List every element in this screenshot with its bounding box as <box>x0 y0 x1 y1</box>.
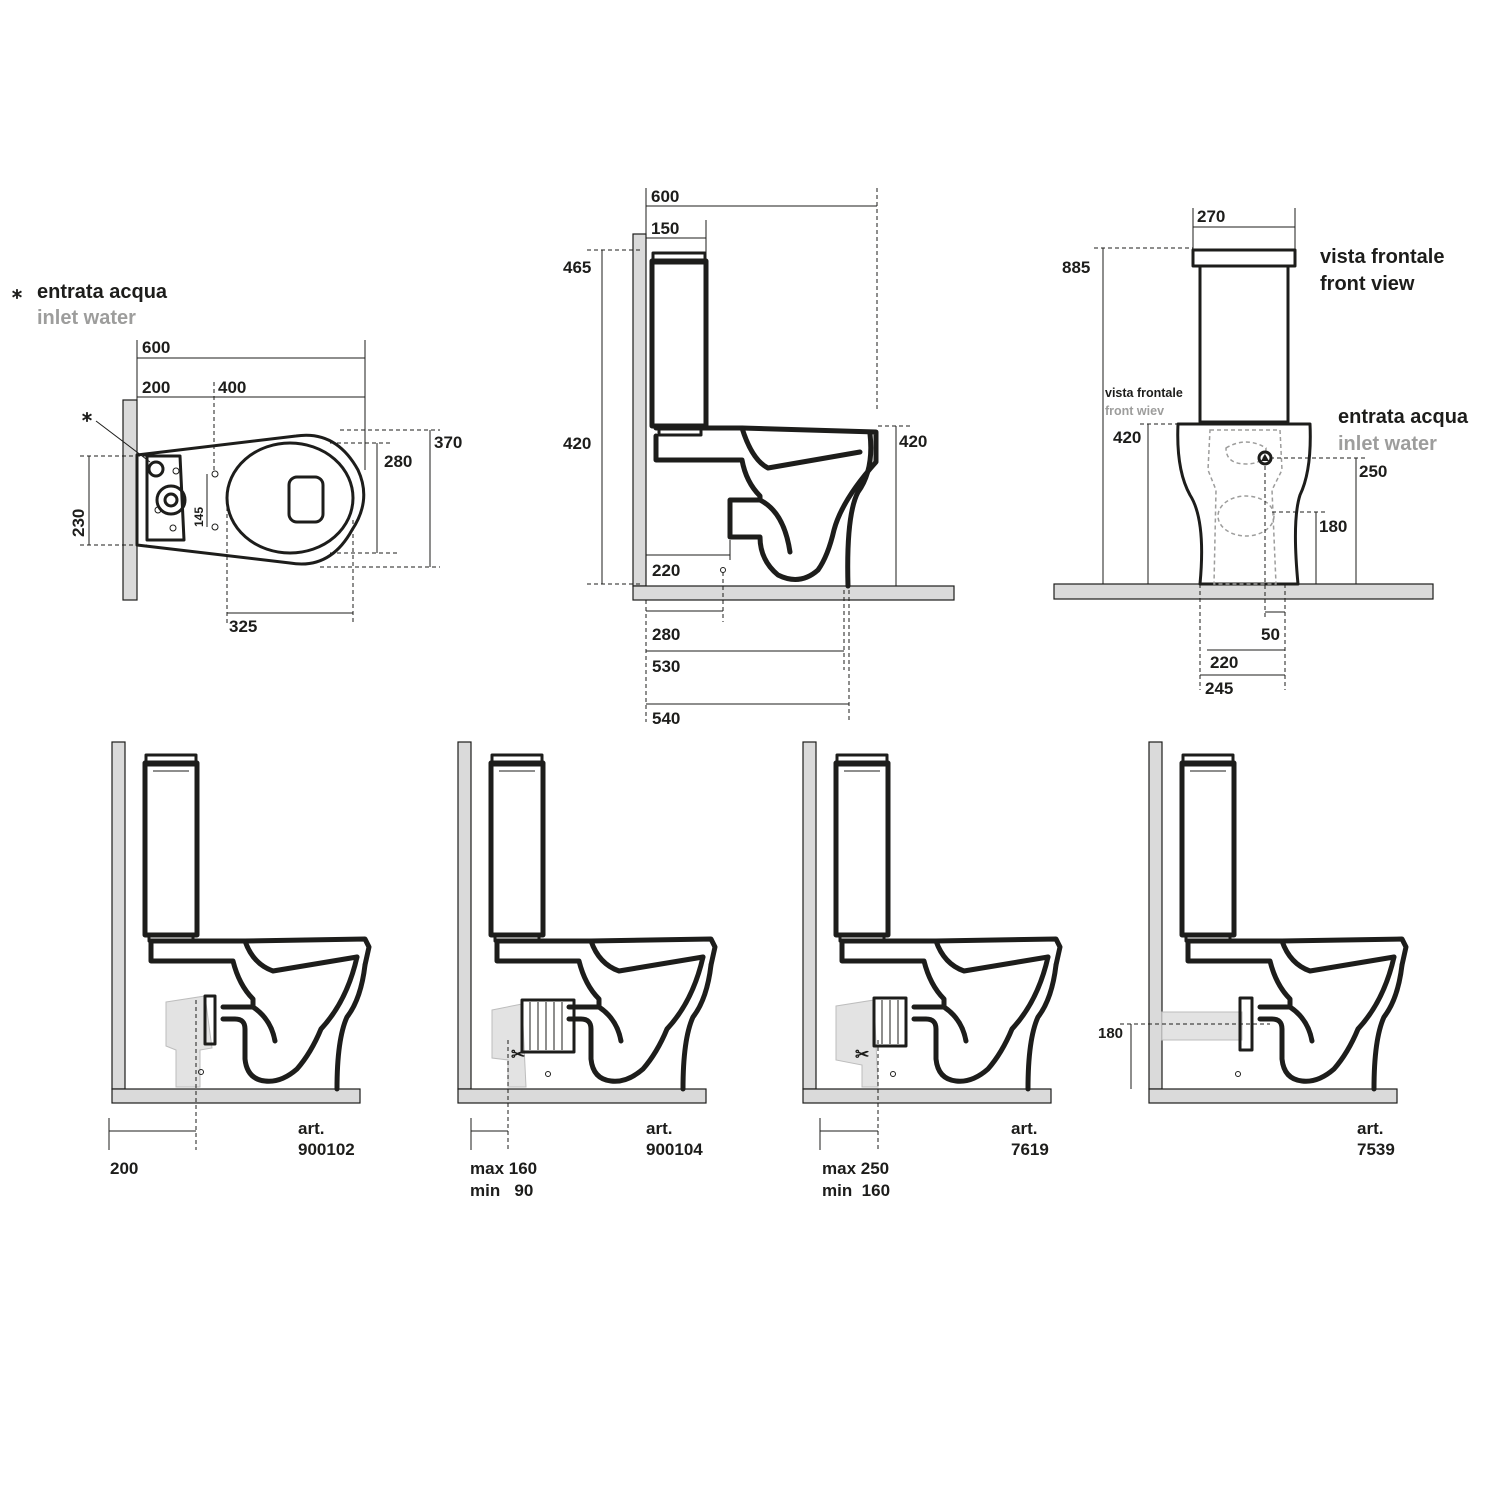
variant-2-dim-max: max 160 <box>470 1159 537 1178</box>
front-view: vista frontale front view 270 885 vista … <box>1053 207 1469 698</box>
front-dim-270: 270 <box>1197 207 1225 226</box>
front-inlet-en: inlet water <box>1338 433 1437 455</box>
variant-4-art-label: art. <box>1357 1119 1383 1138</box>
variant-2-dim-min: min 90 <box>470 1181 533 1200</box>
variant-3-art-number: 7619 <box>1011 1140 1049 1159</box>
side-dim-600: 600 <box>651 187 679 206</box>
variant-1-art-label: art. <box>298 1119 324 1138</box>
plan-body <box>135 433 366 566</box>
front-dim-180: 180 <box>1319 517 1347 536</box>
variant-7619: ✂ max 250 min 160 art. 7619 <box>803 742 1060 1200</box>
plan-dim-230: 230 <box>69 509 88 537</box>
plan-dim-370: 370 <box>434 433 462 452</box>
front-small-label-en: front wiev <box>1105 404 1164 418</box>
variant-2-art-label: art. <box>646 1119 672 1138</box>
legend-asterisk: ⁎ <box>12 281 22 303</box>
front-dim-220: 220 <box>1210 653 1238 672</box>
side-dim-465: 465 <box>563 258 591 277</box>
plan-dim-400: 400 <box>218 378 246 397</box>
front-inlet-it: entrata acqua <box>1338 406 1469 428</box>
variant-3-dim-max: max 250 <box>822 1159 889 1178</box>
variant-3-scissors-icon: ✂ <box>855 1045 869 1064</box>
front-title-en: front view <box>1320 273 1415 295</box>
side-dim-220: 220 <box>652 561 680 580</box>
side-dim-420-left: 420 <box>563 434 591 453</box>
side-dim-150: 150 <box>651 219 679 238</box>
side-dim-540: 540 <box>652 709 680 728</box>
plan-dim-200: 200 <box>142 378 170 397</box>
legend-inlet-it: entrata acqua <box>37 281 168 303</box>
variant-900102: 200 art. 900102 <box>108 742 369 1178</box>
front-dim-50: 50 <box>1261 625 1280 644</box>
plan-dim-600: 600 <box>142 338 170 357</box>
front-dim-885: 885 <box>1062 258 1090 277</box>
variant-1-art-number: 900102 <box>298 1140 355 1159</box>
variant-4-art-number: 7539 <box>1357 1140 1395 1159</box>
side-dim-530: 530 <box>652 657 680 676</box>
plan-inlet-asterisk: ⁎ <box>82 404 92 426</box>
variant-4-dim: 180 <box>1098 1025 1123 1042</box>
variant-3-dim-min: min 160 <box>822 1181 890 1200</box>
variant-2-art-number: 900104 <box>646 1140 703 1159</box>
front-title-it: vista frontale <box>1320 246 1444 268</box>
side-view: 600 150 465 420 420 220 280 530 540 <box>563 187 955 728</box>
plan-dim-145: 145 <box>192 507 206 527</box>
plan-dim-325: 325 <box>229 617 257 636</box>
legend-inlet-en: inlet water <box>37 307 136 329</box>
side-dim-420-right: 420 <box>899 432 927 451</box>
plan-wall <box>122 399 138 601</box>
front-small-label-it: vista frontale <box>1105 386 1183 400</box>
plan-view: ⁎ entrata acqua inlet water ⁎ 600 200 40… <box>12 281 462 636</box>
front-dim-420: 420 <box>1113 428 1141 447</box>
variant-1-dim: 200 <box>110 1159 138 1178</box>
plan-dim-280: 280 <box>384 452 412 471</box>
front-dim-250: 250 <box>1359 462 1387 481</box>
side-dim-280: 280 <box>652 625 680 644</box>
variant-7539: 180 art. 7539 <box>1098 742 1406 1159</box>
front-dim-245: 245 <box>1205 679 1233 698</box>
variant-2-scissors-icon: ✂ <box>511 1045 525 1064</box>
variant-3-art-label: art. <box>1011 1119 1037 1138</box>
variant-900104: ✂ max 160 min 90 art. 900104 <box>458 742 715 1200</box>
